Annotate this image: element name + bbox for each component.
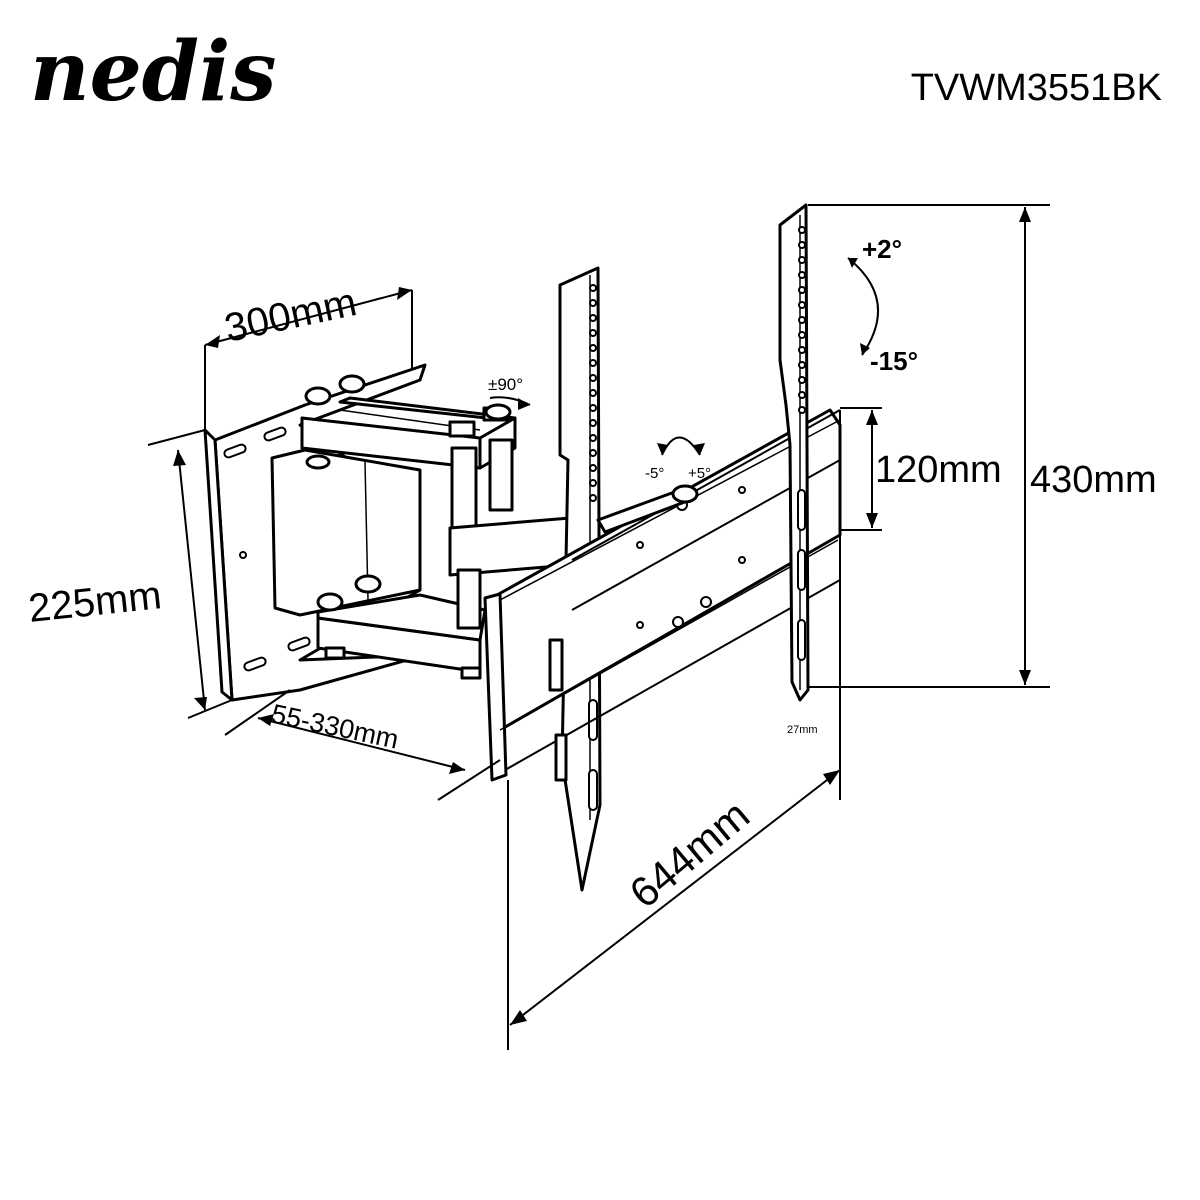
tv-plate-height-label: 430mm (1030, 459, 1157, 501)
side-arm-box (270, 409, 481, 617)
dimension-lines (147, 204, 1050, 1050)
plate-depth-label: 27mm (787, 724, 818, 736)
tilt-down-label: -15° (870, 346, 918, 376)
lower-arm (316, 593, 487, 680)
wall-plate-height-label: 225mm (26, 573, 163, 631)
level-minus-label: -5° (645, 465, 664, 482)
middle-arm (448, 438, 572, 630)
arrow-heads (173, 207, 1031, 1025)
brand-logo: nedis (30, 24, 276, 120)
extension-label: 55-330mm (269, 699, 401, 755)
model-number: TVWM3551BK (911, 67, 1162, 109)
tilt-up-label: +2° (862, 234, 902, 264)
tv-rail-right (778, 203, 810, 702)
swivel-angle-label: ±90° (488, 375, 523, 394)
bolt-group (304, 374, 512, 612)
total-width-label: 644mm (621, 791, 759, 917)
security-screws (548, 638, 568, 782)
bar-spacing-label: 120mm (875, 449, 1002, 491)
wall-plate-width-label: 300mm (221, 280, 361, 351)
pivot-connector (596, 484, 699, 534)
level-plus-label: +5° (688, 465, 711, 482)
